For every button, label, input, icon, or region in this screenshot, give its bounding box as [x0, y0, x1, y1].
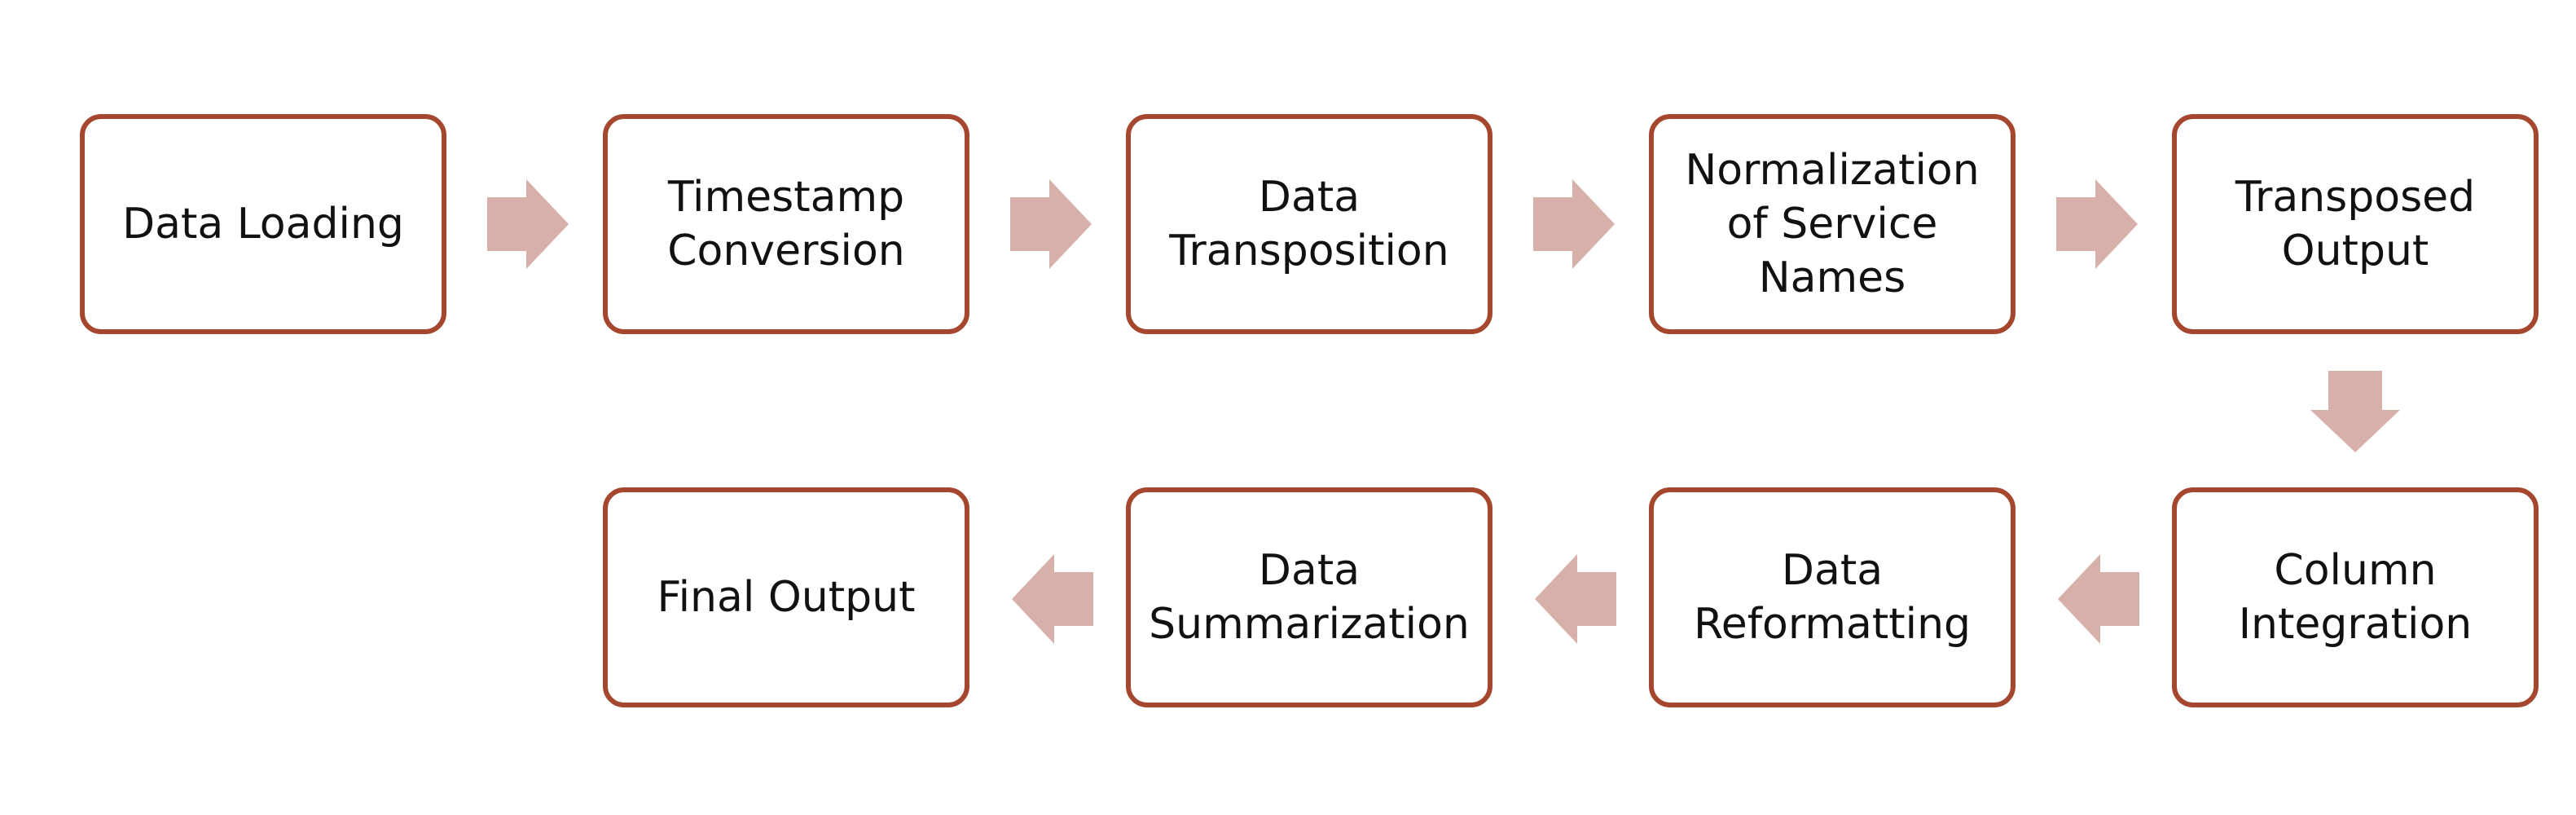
step-normalization-of-service-names: Normalization of Service Names	[1649, 114, 2016, 334]
arrow-left-icon	[2058, 554, 2139, 644]
step-label: Data Transposition	[1169, 173, 1449, 275]
arrow-down-icon	[2310, 371, 2400, 452]
step-data-transposition: Data Transposition	[1126, 114, 1492, 334]
step-label: Data Loading	[122, 200, 404, 249]
step-label: Data Summarization	[1149, 546, 1470, 649]
step-final-output: Final Output	[603, 487, 969, 707]
step-transposed-output: Transposed Output	[2172, 114, 2539, 334]
arrow-right-icon	[487, 179, 569, 269]
step-column-integration: Column Integration	[2172, 487, 2539, 707]
arrow-right-icon	[2056, 179, 2138, 269]
step-label: Timestamp Conversion	[667, 173, 905, 275]
step-label: Final Output	[657, 573, 916, 622]
step-data-loading: Data Loading	[80, 114, 446, 334]
step-label: Transposed Output	[2235, 173, 2476, 275]
step-timestamp-conversion: Timestamp Conversion	[603, 114, 969, 334]
step-label: Normalization of Service Names	[1685, 146, 1980, 302]
arrow-right-icon	[1010, 179, 1092, 269]
arrow-right-icon	[1533, 179, 1615, 269]
step-data-summarization: Data Summarization	[1126, 487, 1492, 707]
arrow-left-icon	[1535, 554, 1616, 644]
step-label: Column Integration	[2238, 546, 2473, 649]
step-label: Data Reformatting	[1693, 546, 1972, 649]
step-data-reformatting: Data Reformatting	[1649, 487, 2016, 707]
arrow-left-icon	[1012, 554, 1093, 644]
